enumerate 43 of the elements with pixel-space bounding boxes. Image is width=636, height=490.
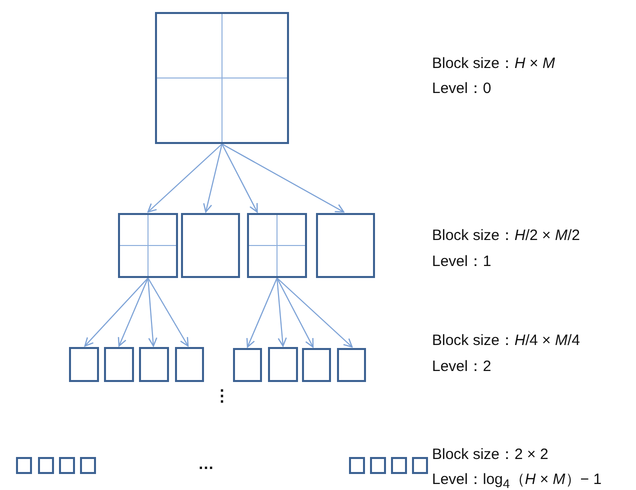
level-label: Level：0 <box>432 80 492 98</box>
block <box>337 348 366 382</box>
vertical-ellipsis: ⋮ <box>214 388 230 406</box>
block <box>302 348 331 382</box>
block <box>391 457 407 474</box>
level-label: Level：1 <box>432 253 492 271</box>
ellipsis: … <box>198 456 214 474</box>
block <box>181 213 240 278</box>
block <box>104 347 134 382</box>
block <box>59 457 75 474</box>
block <box>349 457 365 474</box>
arrow <box>222 144 258 213</box>
quadrant-block <box>247 213 307 278</box>
arrow <box>148 278 189 347</box>
arrow <box>276 278 287 347</box>
level-label: Level：log$_{4}$（H × M）− 1 <box>432 471 602 490</box>
arrow <box>222 144 344 213</box>
arrow <box>276 278 353 348</box>
block <box>38 457 54 474</box>
block-size-label: Block size：H × M <box>432 55 555 73</box>
arrow <box>147 278 158 347</box>
arrow <box>276 278 314 348</box>
block <box>80 457 96 474</box>
block <box>175 347 204 382</box>
block <box>370 457 386 474</box>
block-size-label: Block size：H/2 × M/2 <box>432 227 580 245</box>
block-size-label: Block size：H/4 × M/4 <box>432 332 580 350</box>
block <box>16 457 32 474</box>
level-label: Level：2 <box>432 358 492 376</box>
block <box>233 348 262 382</box>
block-size-label: Block size：2 × 2 <box>432 446 548 464</box>
arrow <box>246 278 278 348</box>
block <box>268 347 298 382</box>
arrow <box>147 144 222 213</box>
arrow <box>118 278 148 347</box>
arrow <box>203 144 223 213</box>
quadrant-block <box>118 213 178 278</box>
block <box>69 347 99 382</box>
block <box>139 347 169 382</box>
block <box>412 457 428 474</box>
quadrant-block <box>155 12 289 144</box>
block <box>316 213 375 278</box>
arrow <box>84 278 148 347</box>
